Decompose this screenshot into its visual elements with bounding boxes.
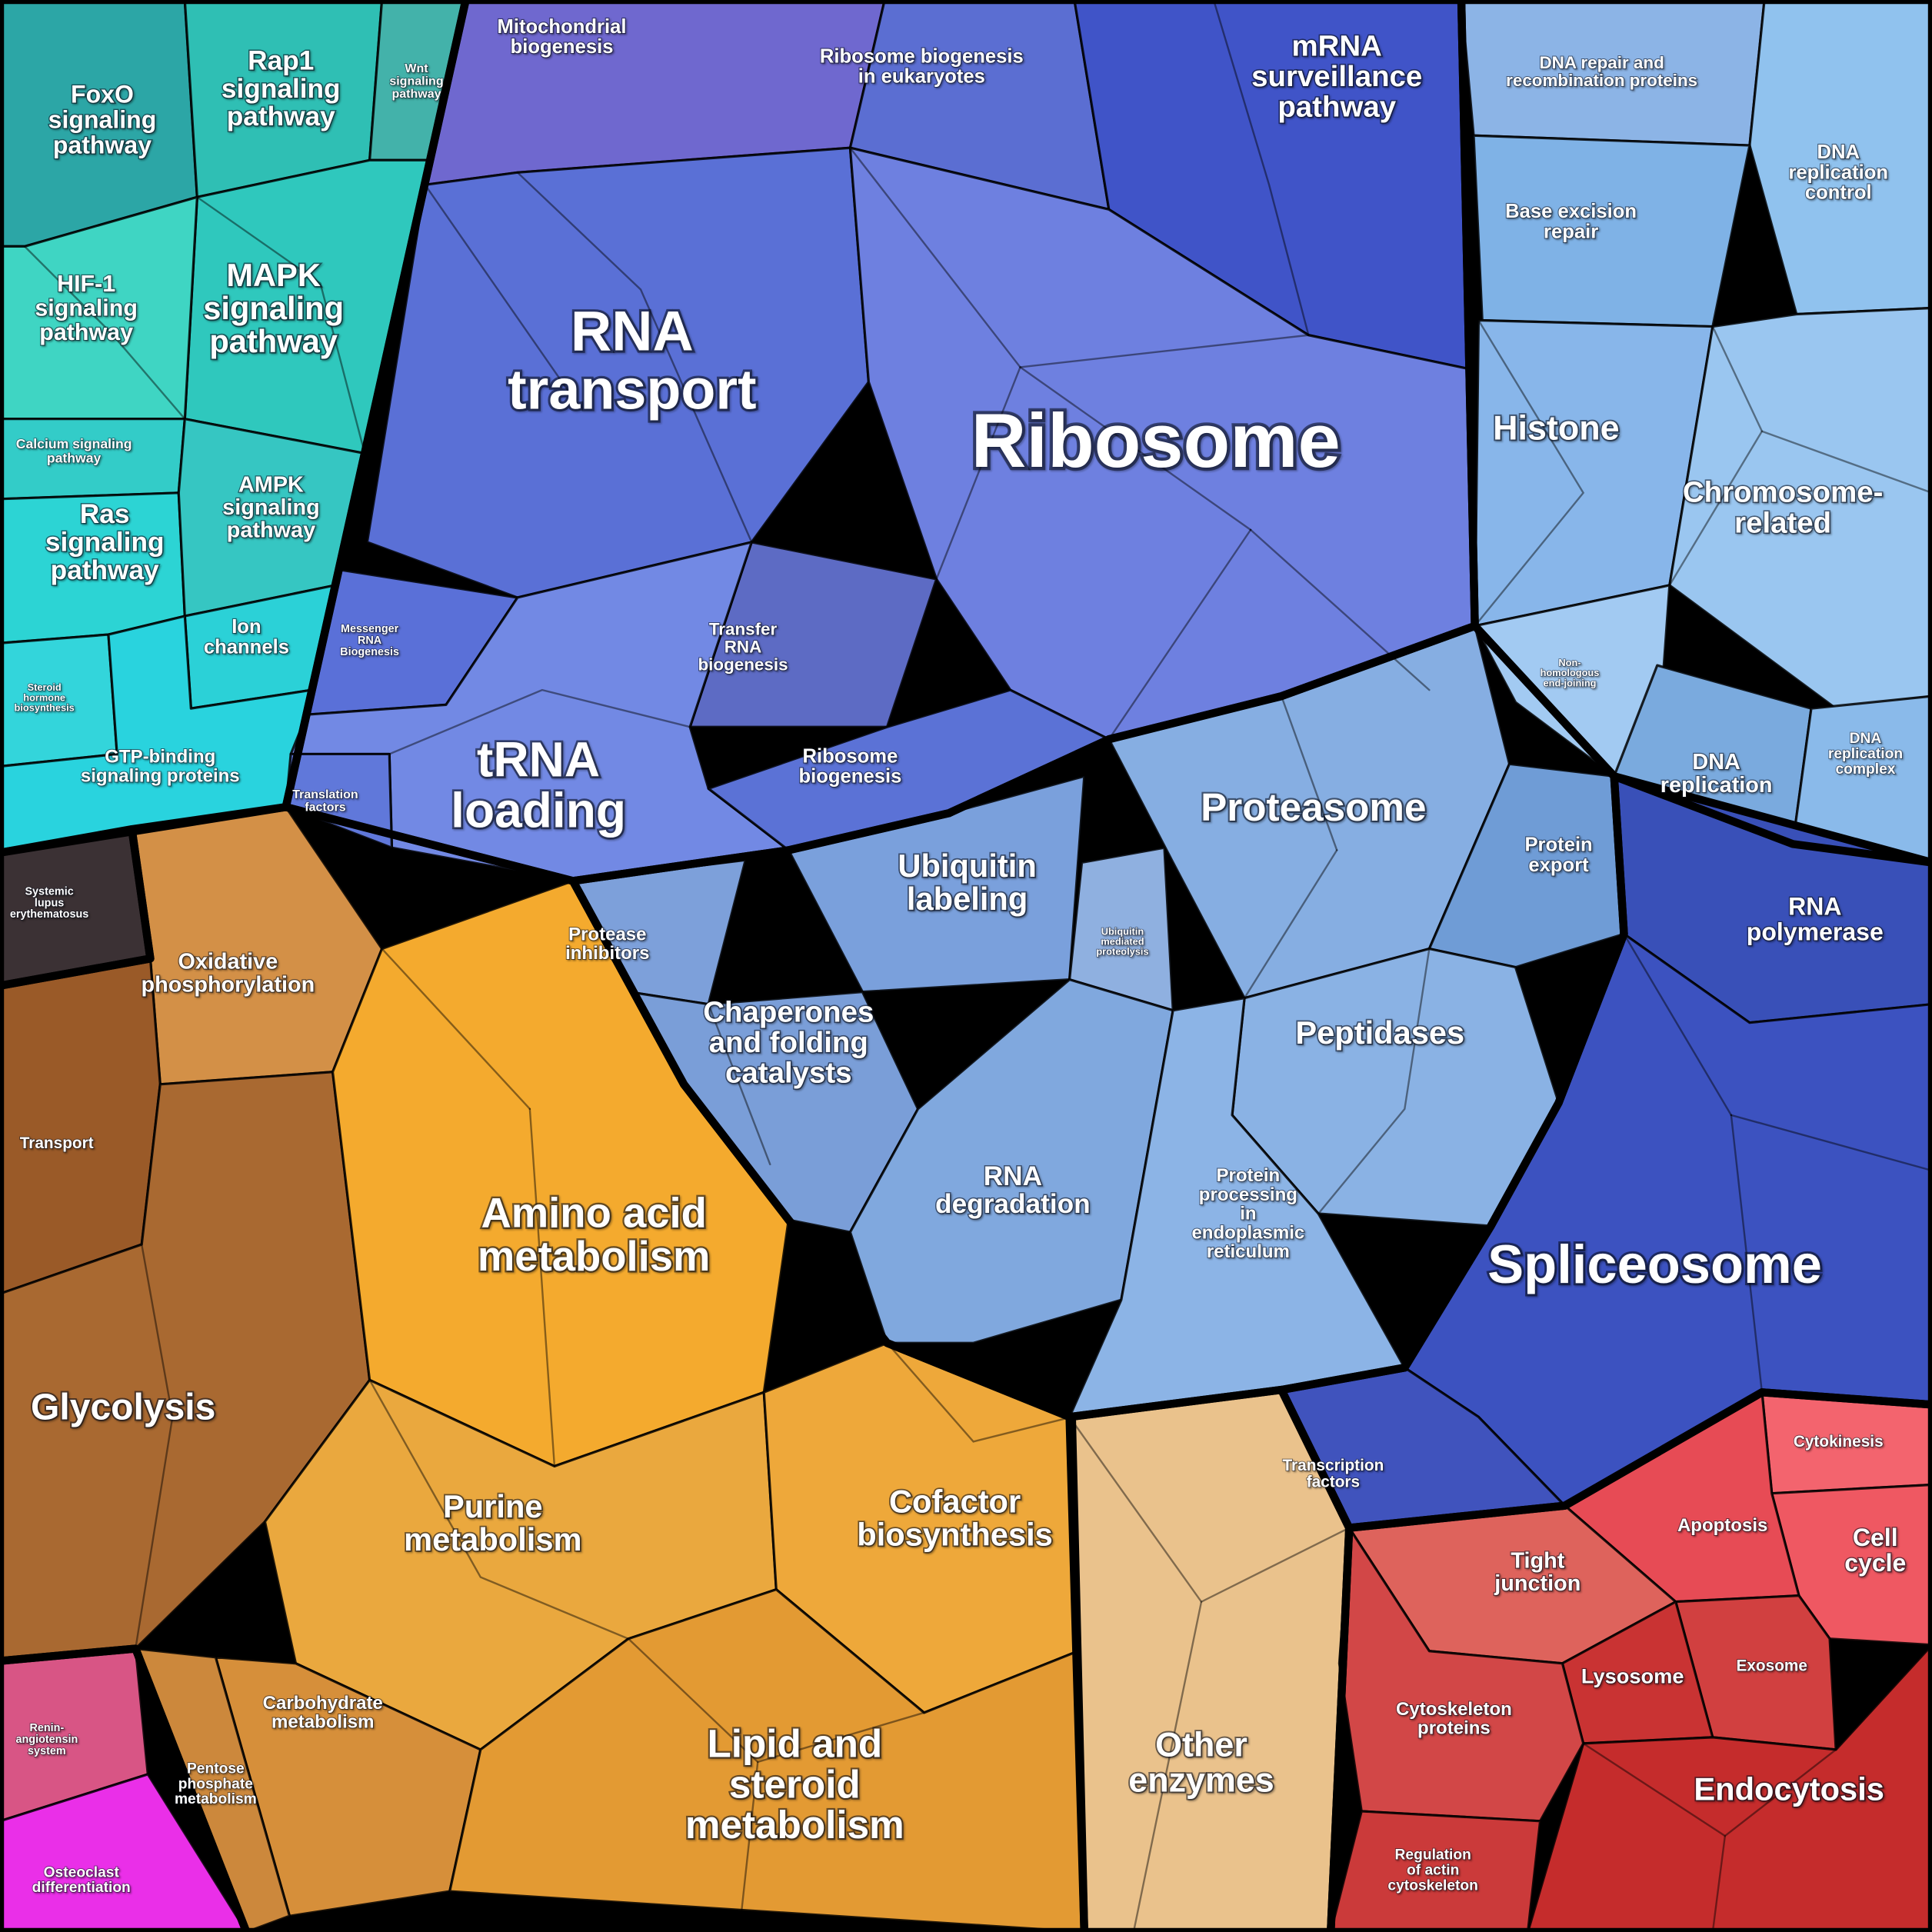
- decor-edge-28: [1711, 1834, 1727, 1932]
- decor-edge-27: [1582, 1742, 1837, 1837]
- decor-edge-23: [886, 1342, 1073, 1443]
- cell-regulation-actin-cytoskeleton[interactable]: Regulation of actin cytoskeleton: [1329, 1810, 1542, 1932]
- decor-edge-8: [388, 688, 691, 755]
- cell-base-excision-repair[interactable]: Base excision repair: [1472, 134, 1751, 328]
- decor-edge-25: [1132, 1601, 1203, 1932]
- cell-rna-transport[interactable]: RNA transport: [365, 146, 871, 599]
- cell-protein-export[interactable]: Protein export: [1427, 762, 1626, 969]
- decor-edge-5: [516, 172, 753, 544]
- decor-edge-6: [424, 184, 581, 408]
- cell-dna-replication-complex[interactable]: DNA replication complex: [1791, 695, 1932, 864]
- cell-calcium[interactable]: Calcium signaling pathway: [0, 418, 186, 501]
- decor-edge-22: [738, 1760, 759, 1932]
- decor-edge-7: [1212, 0, 1310, 336]
- decor-edge-2: [1019, 366, 1252, 531]
- decor-edge-12: [1474, 319, 1585, 628]
- decor-edge-24: [1068, 1416, 1351, 1604]
- decor-edges-layer: [23, 0, 1932, 1932]
- decor-edge-29: [196, 196, 366, 455]
- decor-edge-4: [1108, 528, 1252, 741]
- decor-edge-30: [23, 245, 186, 420]
- decor-edge-0: [849, 147, 1021, 581]
- decor-edge-10: [1730, 1114, 1764, 1394]
- decor-edge-15: [1280, 695, 1338, 851]
- cell-other-enzymes[interactable]: Other enzymes: [1068, 1388, 1351, 1932]
- cell-steroid[interactable]: Steroid hormone biosynthesis: [0, 633, 118, 768]
- decor-edge-18: [381, 948, 531, 1111]
- decor-edge-13: [1668, 325, 1764, 587]
- decor-edge-26: [135, 1243, 174, 1650]
- cell-cytokinesis[interactable]: Cytokinesis: [1760, 1391, 1932, 1495]
- cell-lipid-steroid-metabolism[interactable]: Lipid and steroid metabolism: [448, 1588, 1086, 1932]
- cell-transport[interactable]: Transport: [0, 957, 162, 1295]
- cell-osteoclast-differentiation[interactable]: Osteoclast differentiation: [0, 1773, 248, 1932]
- group-outline-magenta-bottom-left: [0, 1644, 251, 1932]
- cell-dna-repair-recombination[interactable]: DNA repair and recombination proteins: [1460, 0, 1766, 147]
- decor-edge-20: [368, 1379, 630, 1640]
- cell-hif1[interactable]: HIF-1 signaling pathway: [0, 195, 198, 421]
- decor-edge-14: [1760, 430, 1932, 495]
- cell-endocytosis[interactable]: Endocytosis: [1526, 1644, 1932, 1932]
- group-outline-red-cellular: [1326, 1388, 1932, 1932]
- decor-edge-3: [1249, 528, 1431, 691]
- decor-edge-11: [1730, 1114, 1932, 1172]
- group-outline-orange-metabolism: [0, 803, 1089, 1932]
- decor-edge-19: [528, 1108, 556, 1467]
- decor-edge-31: [707, 1003, 771, 1166]
- decor-edge-17: [1317, 948, 1431, 1215]
- decor-edge-1: [1019, 334, 1310, 368]
- decor-edge-16: [1243, 849, 1338, 999]
- cell-ras[interactable]: Ras signaling pathway: [0, 491, 186, 645]
- decor-edge-9: [1623, 933, 1733, 1117]
- decor-edge-21: [627, 1637, 925, 1764]
